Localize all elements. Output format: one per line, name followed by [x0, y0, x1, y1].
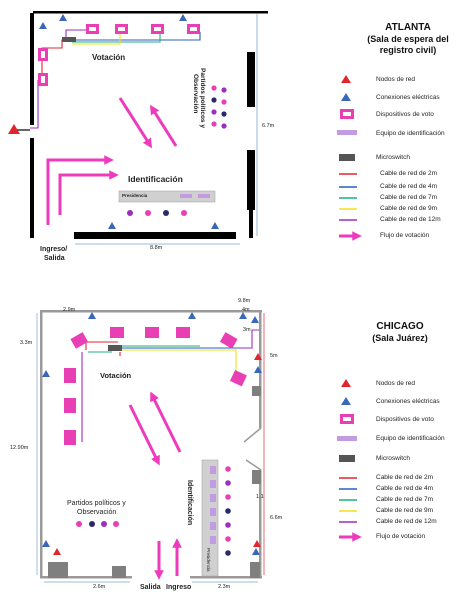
legend-atlanta-label-2: Dispositivos de voto: [376, 111, 434, 118]
chicago-dim-bottom-left: 2.6m: [93, 584, 106, 590]
legend-chicago-label-7: Cable de red de 7m: [376, 496, 434, 503]
legend-atlanta-label-1: Conexiones eléctricas: [376, 94, 440, 101]
atlanta-title: ATLANTA: [385, 22, 431, 33]
chicago-dim-left: 12.90m: [10, 445, 29, 451]
atlanta-partidos-label-1: Partidos políticos y: [199, 68, 206, 128]
atlanta-wall-left-upper: [30, 13, 34, 125]
legend-chicago-label-0: Nodos de red: [376, 380, 416, 387]
microswitch-icon: [339, 154, 355, 161]
legend-atlanta-label-9: Cable de red de 12m: [380, 216, 441, 223]
atlanta-electrical-icons: [39, 14, 219, 229]
atlanta-subtitle-2: registro civil): [379, 45, 437, 55]
chicago-dim-top-right-inner: 4m: [242, 307, 250, 313]
atlanta-wall-right-pillar-bottom: [247, 150, 255, 210]
chicago-subtitle: (Sala Juárez): [372, 333, 428, 343]
atlanta-wall-bottom: [74, 232, 236, 239]
atlanta-id-staff: [127, 210, 187, 216]
chicago-partidos-label-1: Partidos políticos y: [67, 500, 126, 507]
atlanta-wall-left-lower: [30, 138, 34, 238]
atlanta-entrada-label-1: Ingreso/: [40, 246, 68, 253]
legend-atlanta-label-6: Cable de red de 4m: [380, 183, 438, 190]
chicago-identificacion-label: Identificación: [186, 480, 193, 526]
legend-chicago-label-8: Cable de red de 9m: [376, 507, 434, 514]
legend-atlanta-label-8: Cable de red de 9m: [380, 205, 438, 212]
atlanta-presidencia-label: Presidencia: [122, 193, 148, 198]
atlanta-height-dimension: 6.7m: [262, 123, 275, 129]
legend-chicago: [337, 379, 362, 542]
atlanta-floor-plan: [8, 11, 268, 245]
atlanta-network-node-icon: [8, 124, 20, 134]
red-triangle-icon: [341, 75, 351, 83]
legend-chicago-label-9: Cable de red de 12m: [376, 518, 437, 525]
chicago-microswitch-icon: [108, 345, 122, 351]
legend-chicago-label-4: Microswitch: [376, 455, 410, 462]
atlanta-observers: [211, 85, 227, 129]
atlanta-wall-right-bottom: [249, 210, 253, 238]
blue-triangle-icon: [341, 93, 351, 101]
legend-atlanta-label-0: Nodos de red: [376, 76, 416, 83]
atlanta-identificacion-label: Identificación: [128, 174, 183, 184]
chicago-voting-devices: [64, 327, 247, 445]
legend-atlanta-label-7: Cable de red de 7m: [380, 194, 438, 201]
chicago-electrical-icons: [42, 312, 262, 555]
legend-chicago-label-6: Cable de red de 4m: [376, 485, 434, 492]
chicago-floor-plan: [36, 310, 265, 583]
atlanta-entrada-label-2: Salida: [44, 255, 65, 262]
legend-atlanta-label-3: Equipo de identificación: [376, 130, 445, 137]
chicago-votacion-label: Votación: [100, 371, 132, 380]
chicago-dim-right-upper: 5m: [270, 353, 278, 359]
chicago-dim-left-upper: 3.3m: [20, 340, 33, 346]
chicago-ingreso-label: Ingreso: [166, 584, 192, 591]
atlanta-votacion-label: Votación: [92, 53, 126, 62]
chicago-dim-right-mid: 1.1: [256, 494, 264, 500]
chicago-id-table: [201, 459, 219, 577]
chicago-dim-right-lower: 6.6m: [270, 515, 283, 521]
chicago-presidencia-label: Presidencia: [206, 548, 211, 572]
legend-chicago-label-10: Flujo de votación: [376, 533, 426, 540]
chicago-network-node-icons: [53, 353, 262, 555]
id-equipment-icon: [337, 130, 357, 135]
chicago-id-staff: [225, 466, 231, 556]
chicago-title: CHICAGO: [376, 321, 424, 332]
legend-chicago-label-5: Cable de red de 2m: [376, 474, 434, 481]
legend-chicago-label-2: Dispositivos de voto: [376, 416, 434, 423]
chicago-flow-arrows: [128, 391, 182, 580]
legend-atlanta-label-5: Cable de red de 2m: [380, 170, 438, 177]
chicago-dim-top-right: 9.8m: [238, 298, 251, 304]
legend-atlanta: [337, 75, 362, 241]
atlanta-subtitle-1: (Sala de espera del: [367, 34, 449, 44]
atlanta-flow-arrows: [46, 97, 178, 225]
chicago-dim-inner-segment: 3m: [243, 327, 251, 333]
atlanta-wall-right-pillar-top: [247, 52, 255, 107]
atlanta-width-dimension: 8.8m: [150, 245, 163, 251]
legend-chicago-label-3: Equipo de identificación: [376, 435, 445, 442]
chicago-observers: [76, 521, 119, 527]
chicago-dim-top-left: 2.9m: [63, 307, 76, 313]
atlanta-microswitch-icon: [62, 37, 76, 42]
legend-atlanta-label-10: Flujo de votación: [380, 232, 430, 239]
legend-chicago-label-1: Conexiones eléctricas: [376, 398, 440, 405]
chicago-salida-label: Salida: [140, 584, 161, 591]
atlanta-id-table: [118, 190, 216, 203]
chicago-dim-bottom-right: 2.3m: [218, 584, 231, 590]
atlanta-partidos-label-2: Observación: [192, 74, 199, 114]
atlanta-wall-top: [33, 11, 268, 14]
legend-atlanta-label-4: Microswitch: [376, 154, 410, 161]
chicago-partidos-label-2: Observación: [77, 509, 117, 516]
